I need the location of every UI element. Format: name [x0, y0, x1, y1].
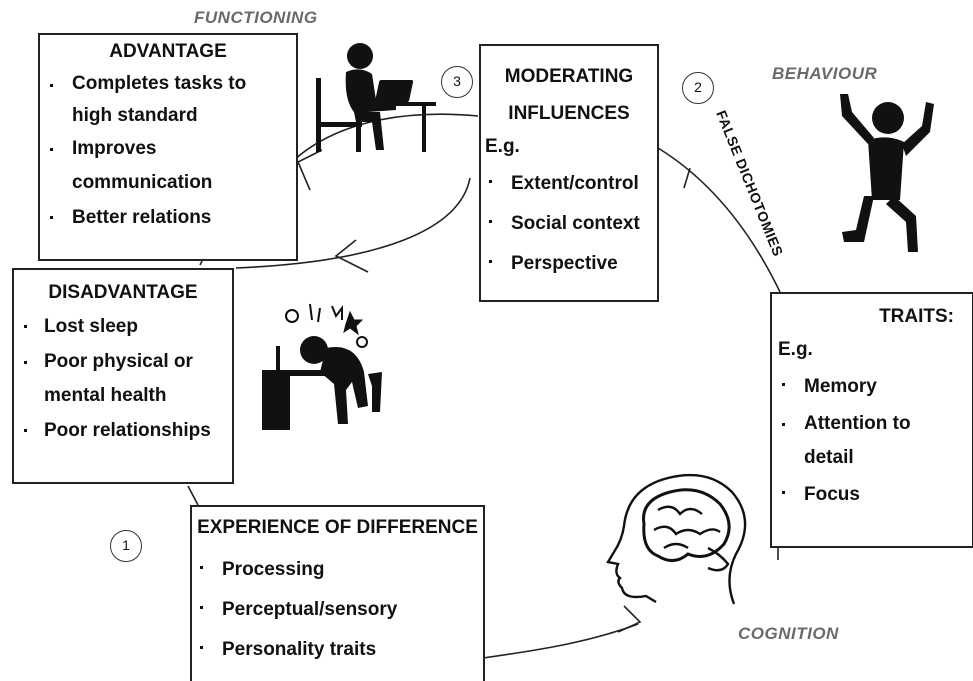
- moderating-item: Perspective: [485, 244, 653, 284]
- arrowhead-cognition: [617, 605, 642, 633]
- connector-disadvantage-experience: [187, 485, 199, 506]
- traits-box: TRAITS: E.g. Memory Attention to detail …: [770, 292, 973, 548]
- advantage-item: Improves communication: [46, 132, 290, 200]
- moderating-item: Extent/control: [485, 164, 653, 204]
- traits-item: Memory: [778, 367, 964, 407]
- traits-item: Attention to detail: [778, 407, 964, 475]
- arc-experience-to-cognition: [482, 623, 639, 659]
- experience-item: Perceptual/sensory: [196, 590, 479, 630]
- advantage-item: Better relations: [46, 200, 290, 236]
- step-number-1: 1: [110, 530, 142, 562]
- arc-traits-to-moderating: [657, 147, 781, 293]
- behaviour-label: BEHAVIOUR: [772, 64, 878, 83]
- arrowhead-moderating: [683, 167, 691, 189]
- person-at-laptop-icon: [316, 43, 436, 152]
- disadvantage-item: Poor physical or mental health: [20, 345, 226, 413]
- arrowhead-advantage: [296, 149, 323, 191]
- disadvantage-title: DISADVANTAGE: [48, 282, 198, 303]
- experience-item: Processing: [196, 550, 479, 590]
- disadvantage-box: DISADVANTAGE Lost sleep Poor physical or…: [12, 268, 234, 484]
- experience-title: EXPERIENCE OF DIFFERENCE: [197, 517, 478, 538]
- arc-moderating-to-disadvantage: [235, 177, 471, 269]
- advantage-box: ADVANTAGE Completes tasks to high standa…: [38, 33, 298, 261]
- moderating-item: Social context: [485, 204, 653, 244]
- disadvantage-item: Poor relationships: [20, 413, 226, 449]
- step-number-3: 3: [441, 66, 473, 98]
- traits-eg: E.g.: [778, 339, 813, 360]
- moderating-title: MODERATING INFLUENCES: [504, 66, 634, 124]
- advantage-item: Completes tasks to high standard: [46, 68, 290, 132]
- moderating-eg: E.g.: [485, 136, 520, 157]
- excited-person-icon: [840, 94, 934, 252]
- cognition-label: COGNITION: [738, 624, 839, 643]
- brain-head-icon: [606, 473, 747, 605]
- experience-item: Personality traits: [196, 630, 479, 670]
- moderating-influences-box: MODERATING INFLUENCES E.g. Extent/contro…: [479, 44, 659, 302]
- traits-title: TRAITS:: [879, 306, 954, 327]
- functioning-label: FUNCTIONING: [194, 8, 318, 27]
- traits-item: Focus: [778, 475, 964, 515]
- arrowhead-disadvantage: [334, 239, 369, 273]
- advantage-title: ADVANTAGE: [109, 41, 227, 62]
- stressed-person-at-desk-icon: [262, 303, 382, 430]
- arc-moderating-to-advantage: [293, 113, 479, 161]
- disadvantage-item: Lost sleep: [20, 309, 226, 345]
- step-number-2: 2: [682, 72, 714, 104]
- experience-of-difference-box: EXPERIENCE OF DIFFERENCE Processing Perc…: [190, 505, 485, 681]
